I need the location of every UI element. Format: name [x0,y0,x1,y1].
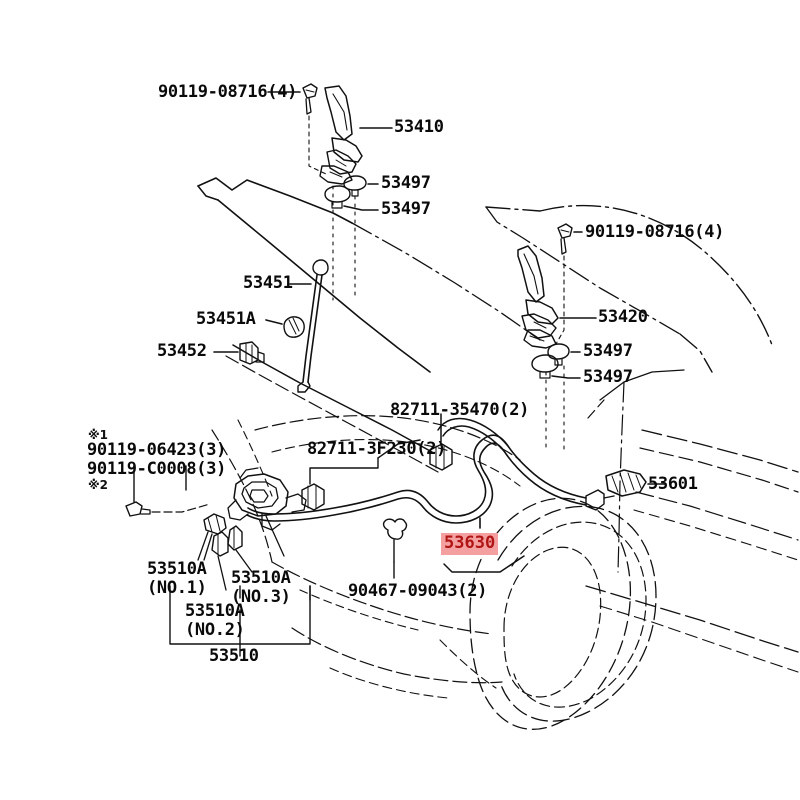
bolt-left-90119-08716 [302,83,318,115]
label-cushion-upper-right: 53497 [583,341,633,361]
bracket-53510 [169,585,311,657]
hood-outline [197,177,773,373]
label-rod-clip: 53451A [196,309,256,329]
clip-90467-09043 [382,518,408,563]
label-hinge-left: 53410 [394,117,444,137]
label-hinge-right: 53420 [598,307,648,327]
hinge-left-53410 [319,85,363,185]
grommet-53601 [605,469,647,497]
leader-53510A-no3 [235,549,253,573]
front-wheel [439,497,657,730]
label-screw-note-1: 90119-06423(3) [87,440,227,460]
cushion-right-lower-53497 [531,354,559,379]
lock-part-no3 [227,525,243,551]
clamp-lower-82711-3F230 [301,483,325,511]
support-rod-53451 [297,259,329,393]
hood-lock-assembly-53510 [227,467,307,531]
leader-82711-3F230-b [377,439,421,459]
leader-53510A-no2 [217,555,227,591]
label-lock-assembly: 53510 [209,646,259,666]
leader-53630-bottom [443,555,525,573]
leader-lock-body [265,515,285,557]
note-mark-2: ※2 [88,478,109,492]
note-mark-1: ※1 [88,428,109,442]
label-bolt-left: 90119-08716(4) [158,82,298,102]
label-clamp-upper: 82711-35470(2) [390,400,530,420]
rod-clip-53451A [283,316,305,338]
lock-part-no2 [211,531,229,557]
label-rod-support: 53451 [243,273,293,293]
label-lock-no3-sub: (NO.3) [231,587,291,607]
leader-53451A [265,319,283,325]
label-bolt-right: 90119-08716(4) [585,222,725,242]
leader-53510A-no1 [197,531,209,561]
install-path-screw-note [151,503,211,513]
leader-53497-right-lower [551,375,581,379]
lock-part-no1 [203,513,227,535]
label-lock-no2: 53510A [185,601,245,621]
right-body-panels [585,369,799,673]
label-rod-holder: 53452 [157,341,207,361]
label-cushion-upper-left: 53497 [381,173,431,193]
label-lock-no1-sub: (NO.1) [147,578,207,598]
label-lock-no3: 53510A [231,568,291,588]
label-cable-grommet: 53601 [648,474,698,494]
label-screw-note-2: 90119-C0008(3) [87,459,227,479]
release-cable-53630 [246,417,615,524]
clamp-upper-82711-35470 [429,443,453,471]
label-lock-no2-sub: (NO.2) [185,620,245,640]
label-clamp-lower: 82711-3F230(2) [307,439,447,459]
label-cushion-lower-right: 53497 [583,367,633,387]
screw-note-part [125,501,151,517]
label-lock-no1: 53510A [147,559,207,579]
label-clip-bottom: 90467-09043(2) [348,581,488,601]
body-panel-lines [211,344,521,699]
rod-holder-53452 [239,341,265,365]
install-path-bolt-left [308,115,327,175]
leader-53510A-no1-b [203,533,213,561]
label-release-cable-highlighted: 53630 [441,533,499,555]
leader-82711-3F230-a [309,457,379,485]
leader-53497-left-lower [343,205,379,211]
bolt-right-90119-08716 [557,223,573,255]
label-cushion-lower-left: 53497 [381,199,431,219]
install-path-bolt-right [555,255,565,345]
